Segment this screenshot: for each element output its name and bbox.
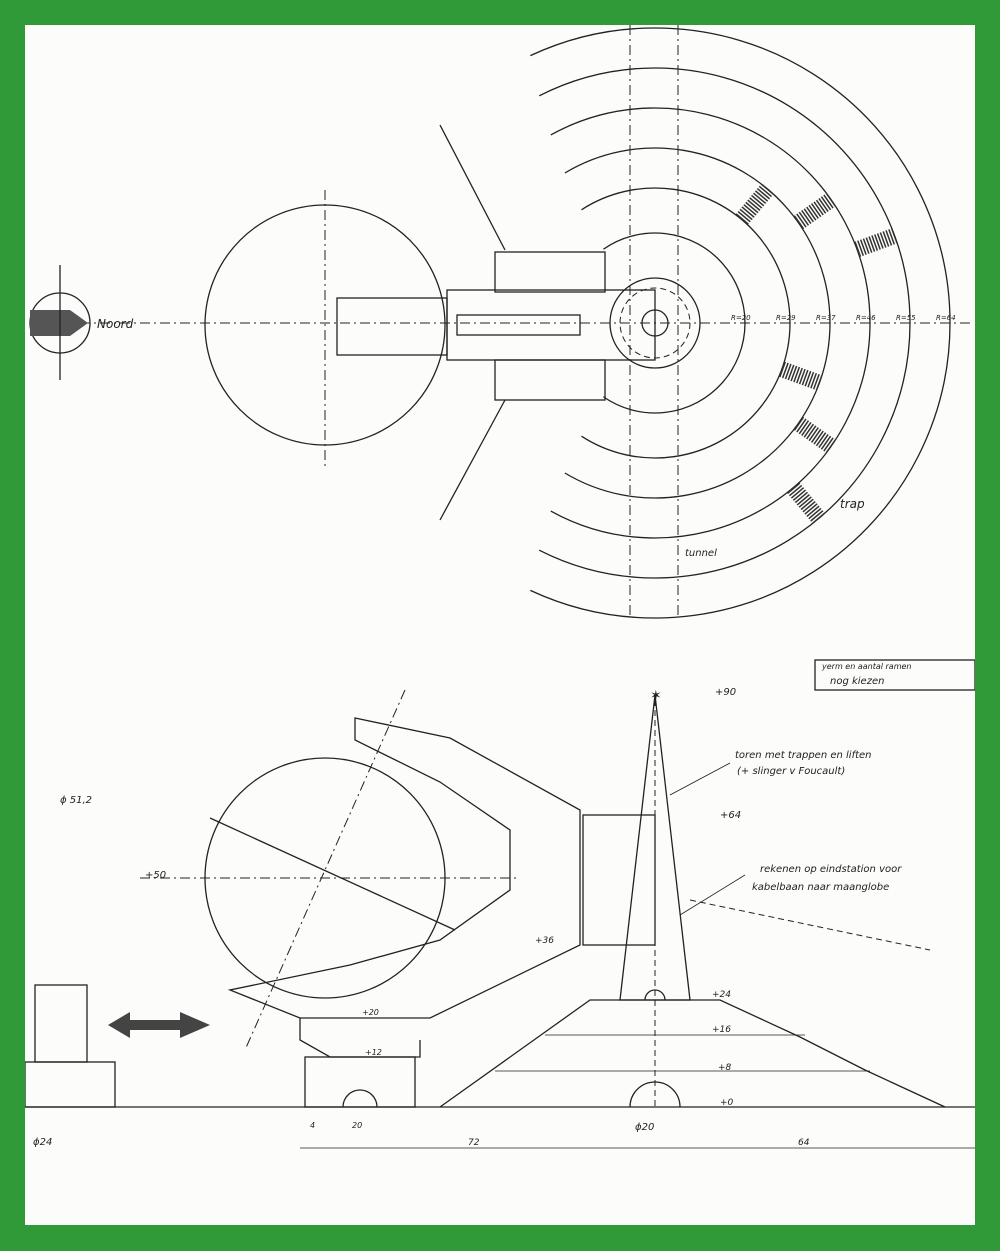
ring-arc [603, 232, 746, 414]
cable-note-2: kabelbaan naar maanglobe [752, 882, 889, 893]
ring-arc [550, 107, 871, 539]
ring-arc [538, 67, 911, 579]
dim-phi24: ϕ24 [33, 1137, 52, 1148]
tower-note-1: toren met trappen en liften [735, 750, 872, 761]
entrance-block [336, 297, 448, 356]
cable-note-1: rekenen op eindstation voor [760, 864, 902, 875]
level-12: +12 [365, 1048, 382, 1057]
level-20: +20 [362, 1008, 379, 1017]
level-24: +24 [712, 990, 731, 1000]
radius-label: R=20 [731, 314, 751, 322]
stair [735, 183, 774, 225]
north-arrow [29, 265, 91, 380]
level-16: +16 [712, 1025, 731, 1035]
double-arrow-icon [108, 1012, 210, 1038]
trap-label: trap [840, 497, 865, 511]
ring-arc [530, 27, 951, 619]
dim-20: 20 [352, 1121, 362, 1130]
globe-diameter: ϕ 51,2 [60, 795, 92, 806]
dim-64: 64 [798, 1138, 810, 1148]
radius-label: R=64 [936, 314, 956, 322]
radius-label: R=37 [816, 314, 836, 322]
dim-72: 72 [468, 1138, 480, 1148]
drawing-sheet: Noord R=20 R=29 R=37 R=46 R=55 R=64 trap tunn… [25, 25, 975, 1225]
radius-label: R=29 [776, 314, 796, 322]
level-64: +64 [720, 810, 741, 821]
stair [854, 228, 898, 257]
stair [779, 361, 823, 391]
ring-arc [581, 187, 791, 459]
star-icon: ✶ [650, 688, 662, 704]
level-90: +90 [715, 687, 736, 698]
level-0: +0 [720, 1098, 734, 1108]
level-8: +8 [718, 1063, 732, 1073]
elevation-view: yerm en aantal ramen nog kiezen ✶ +90 t [25, 659, 975, 1149]
stair [793, 416, 836, 453]
level-50: +50 [145, 870, 166, 881]
tunnel-label: tunnel [685, 548, 717, 559]
note-line-1: yerm en aantal ramen [821, 662, 911, 671]
stair [793, 193, 836, 230]
radius-label: R=46 [856, 314, 876, 322]
plan-view: Noord R=20 R=29 R=37 R=46 R=55 R=64 trap tunn… [29, 25, 970, 619]
tower-note-2: (+ slinger v Foucault) [737, 766, 845, 777]
level-36: +36 [535, 936, 554, 946]
radius-label: R=55 [896, 314, 916, 322]
architectural-drawing: Noord R=20 R=29 R=37 R=46 R=55 R=64 trap tunn… [25, 25, 975, 1149]
stair [787, 482, 826, 524]
ring-arc [564, 147, 831, 499]
north-label: Noord [97, 317, 134, 331]
dim-4: 4 [310, 1121, 315, 1130]
note-line-2: nog kiezen [830, 676, 884, 687]
dim-phi20: ϕ20 [635, 1122, 654, 1133]
